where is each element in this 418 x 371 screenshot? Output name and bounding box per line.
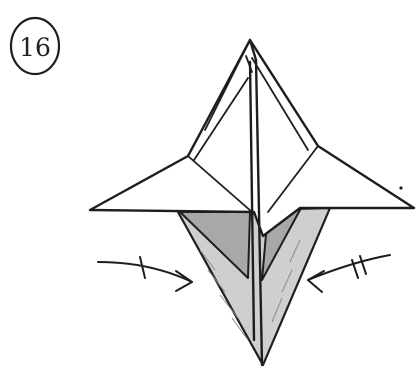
left-curved-arrow-icon — [98, 257, 192, 291]
right-curved-arrow-icon — [308, 255, 390, 292]
step-number: 16 — [19, 33, 51, 62]
step-badge: 16 — [11, 18, 59, 74]
left-arrow-tick — [140, 257, 145, 278]
right-tip-dot — [399, 186, 402, 189]
right-arrow-tick-2 — [360, 256, 366, 274]
